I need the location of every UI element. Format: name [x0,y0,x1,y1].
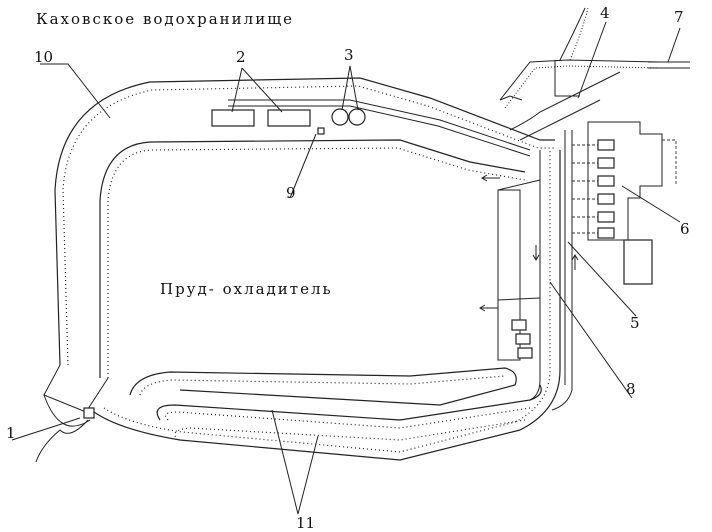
bottom-dam [93,150,561,461]
unit-5 [597,211,615,223]
leader-lines [11,21,681,515]
flow-arrow-left-bottom [479,304,498,312]
tank-3a [331,108,349,126]
top-structures [211,99,531,157]
unit-3 [597,175,615,187]
label-9: 9 [286,184,296,202]
outer-dam [54,77,555,366]
small-building-c [517,347,533,359]
label-11: 11 [296,514,315,532]
unit-1 [597,139,615,151]
label-6: 6 [680,220,690,238]
unit-4 [597,193,615,205]
pond-title: Пруд- охладитель [160,280,333,298]
label-1: 1 [6,424,16,442]
building-2b [267,109,311,127]
label-8: 8 [626,380,636,398]
outlet-9 [317,127,325,135]
channel-dams [129,367,542,441]
label-3: 3 [344,46,354,64]
pump-station-1 [83,407,95,419]
label-4: 4 [600,4,610,22]
tank-3b [348,108,366,126]
building-2a [211,109,255,127]
small-building-b [515,333,531,345]
flow-arrow-down [532,245,540,261]
unit-2 [597,157,615,169]
flow-arrow-left-top [481,174,500,182]
small-building-a [511,319,527,331]
unit-6 [597,227,615,239]
power-plant [572,121,677,285]
inlet-canal [499,7,690,141]
inner-dam [99,139,526,378]
right-channel [479,130,579,411]
label-10: 10 [34,48,53,66]
reservoir-title: Каховское водохранилище [36,10,294,28]
label-5: 5 [630,314,640,332]
flow-arrow-up [571,254,579,270]
label-2: 2 [236,48,246,66]
label-7: 7 [674,8,684,26]
aux-building [623,239,653,285]
